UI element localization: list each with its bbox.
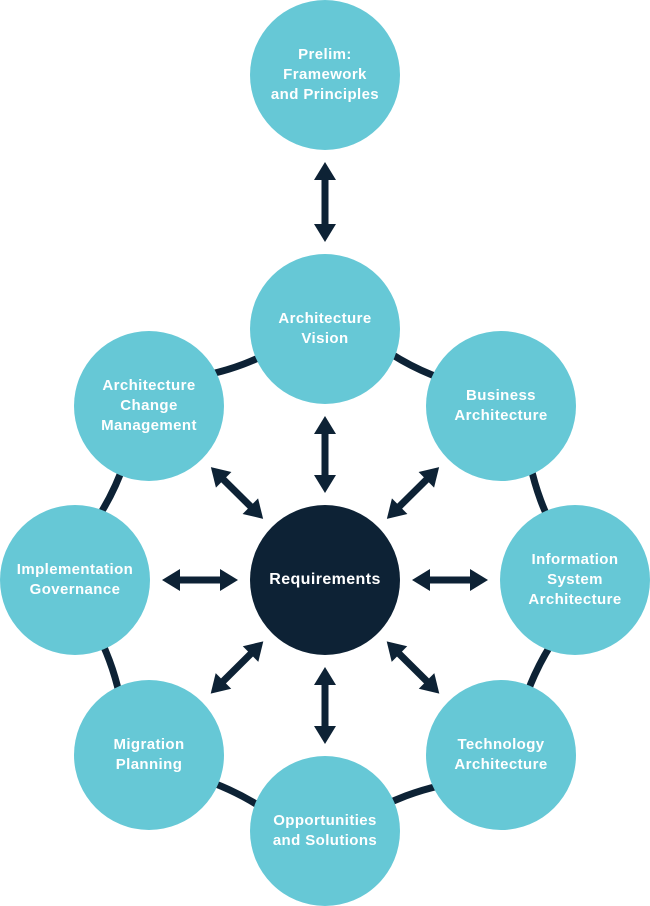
node-opportunities-and-solutions: Opportunities and Solutions [250,756,400,906]
arrowhead [386,498,408,519]
node-label: Requirements [269,571,381,588]
arrowhead [314,224,336,242]
double-arrow-requirements-technology [394,648,432,687]
arrowhead [242,498,264,519]
arrowhead [210,467,232,488]
arrowhead [314,475,336,493]
node-label: Business Architecture [454,387,548,424]
node-prelim-framework-and-principles: Prelim: Framework and Principles [250,0,400,150]
node-label: Migration Planning [113,736,185,773]
double-arrow-requirements-business [394,474,432,512]
node-migration-planning: Migration Planning [74,680,224,830]
node-label: Architecture Vision [278,310,372,347]
node-label: Opportunities and Solutions [272,812,378,849]
node-label: Technology Architecture [454,736,548,773]
node-architecture-vision: Architecture Vision [250,254,400,404]
node-requirements: Requirements [250,505,400,655]
node-information-system-architecture: Information System Architecture [500,505,650,655]
arrowhead [314,416,336,434]
arrow-shaft [394,648,432,687]
arrowhead [418,673,440,694]
node-technology-architecture: Technology Architecture [426,680,576,830]
double-arrow-requirements-migration [218,648,256,687]
double-arrow-requirements-change [218,474,256,512]
arrowhead [314,162,336,180]
node-label: Prelim: Framework and Principles [270,46,380,103]
arrow-shaft [218,648,256,687]
node-label: Information System Architecture [528,551,622,608]
arrowhead [314,726,336,744]
node-architecture-change-management: Architecture Change Management [74,331,224,481]
node-label: Architecture Change Management [101,377,197,434]
arrowhead [162,569,180,591]
arrow-shaft [394,474,432,512]
node-implementation-governance: Implementation Governance [0,505,150,655]
arrow-shaft [218,474,256,512]
arrowhead [220,569,238,591]
node-business-architecture: Business Architecture [426,331,576,481]
arrowhead [418,467,440,488]
node-label: Implementation Governance [16,561,134,598]
arrowhead [386,641,408,662]
arrowhead [314,667,336,685]
arrowhead [242,641,264,662]
arrowhead [210,673,232,694]
arrowhead [470,569,488,591]
arrowhead [412,569,430,591]
